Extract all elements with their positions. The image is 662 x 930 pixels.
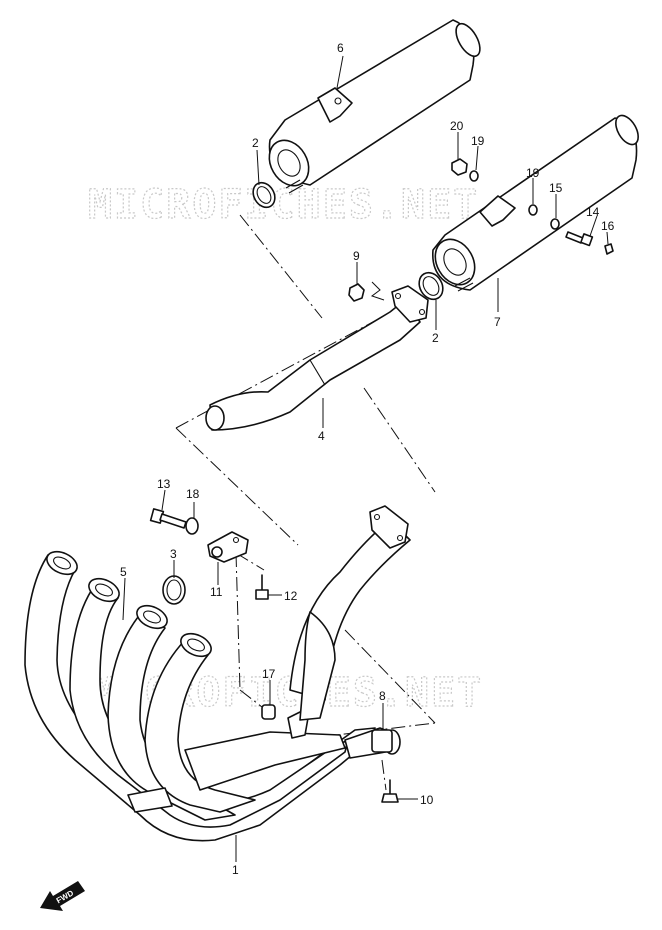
bolt-part-12 [255, 574, 269, 600]
muffler-part-7 [432, 114, 639, 292]
collar-part-18 [185, 517, 199, 535]
callout-6: 6 [337, 41, 344, 55]
bracket-part-11 [207, 531, 249, 563]
leader-9-bracket [370, 281, 385, 301]
callout-17: 17 [262, 667, 276, 681]
grommet-part-17 [261, 704, 276, 720]
exhaust-header-part-1 [24, 505, 411, 842]
callout-10: 10 [420, 793, 434, 807]
bolt-part-14 [565, 231, 594, 247]
bolt-part-10 [381, 779, 399, 803]
callout-11: 11 [210, 585, 223, 599]
bolt-part-13 [149, 508, 187, 529]
callout-12: 12 [284, 589, 298, 603]
washer-part-19-upper [469, 170, 479, 182]
gasket-part-3 [162, 575, 186, 605]
gasket-part-2-upper [252, 181, 276, 209]
callout-3: 3 [170, 547, 177, 561]
washer-part-19-lower [528, 204, 538, 216]
fwd-arrow-icon [40, 881, 85, 911]
sleeve-part-8 [371, 729, 393, 753]
callout-7: 7 [494, 315, 501, 329]
callout-2-lower: 2 [432, 331, 439, 345]
watermark-top: MICROFICHES.NET [88, 182, 479, 228]
callout-20: 20 [450, 119, 464, 133]
callout-4: 4 [318, 429, 325, 443]
callout-9: 9 [353, 249, 360, 263]
callout-labels: 6 2 20 19 19 15 14 16 9 7 2 4 13 18 3 5 … [120, 41, 615, 877]
callout-18: 18 [186, 487, 200, 501]
callout-19-upper: 19 [471, 134, 485, 148]
callout-15: 15 [549, 181, 563, 195]
connecting-pipe-part-4 [205, 285, 429, 431]
nut-part-20 [451, 158, 468, 176]
nut-part-9 [348, 283, 365, 302]
cap-part-16 [604, 243, 614, 255]
muffler-part-6 [268, 19, 481, 194]
callout-14: 14 [586, 205, 600, 219]
callout-2-upper: 2 [252, 136, 259, 150]
forward-direction-indicator: FWD [40, 881, 85, 911]
callout-5: 5 [120, 565, 127, 579]
leader-lines [122, 55, 609, 862]
callout-16: 16 [601, 219, 615, 233]
callout-1: 1 [232, 863, 239, 877]
callout-8: 8 [379, 689, 386, 703]
gasket-part-2-lower [418, 271, 444, 301]
washer-part-15 [550, 218, 560, 230]
callout-19-lower: 19 [526, 166, 540, 180]
callout-13: 13 [157, 477, 171, 491]
